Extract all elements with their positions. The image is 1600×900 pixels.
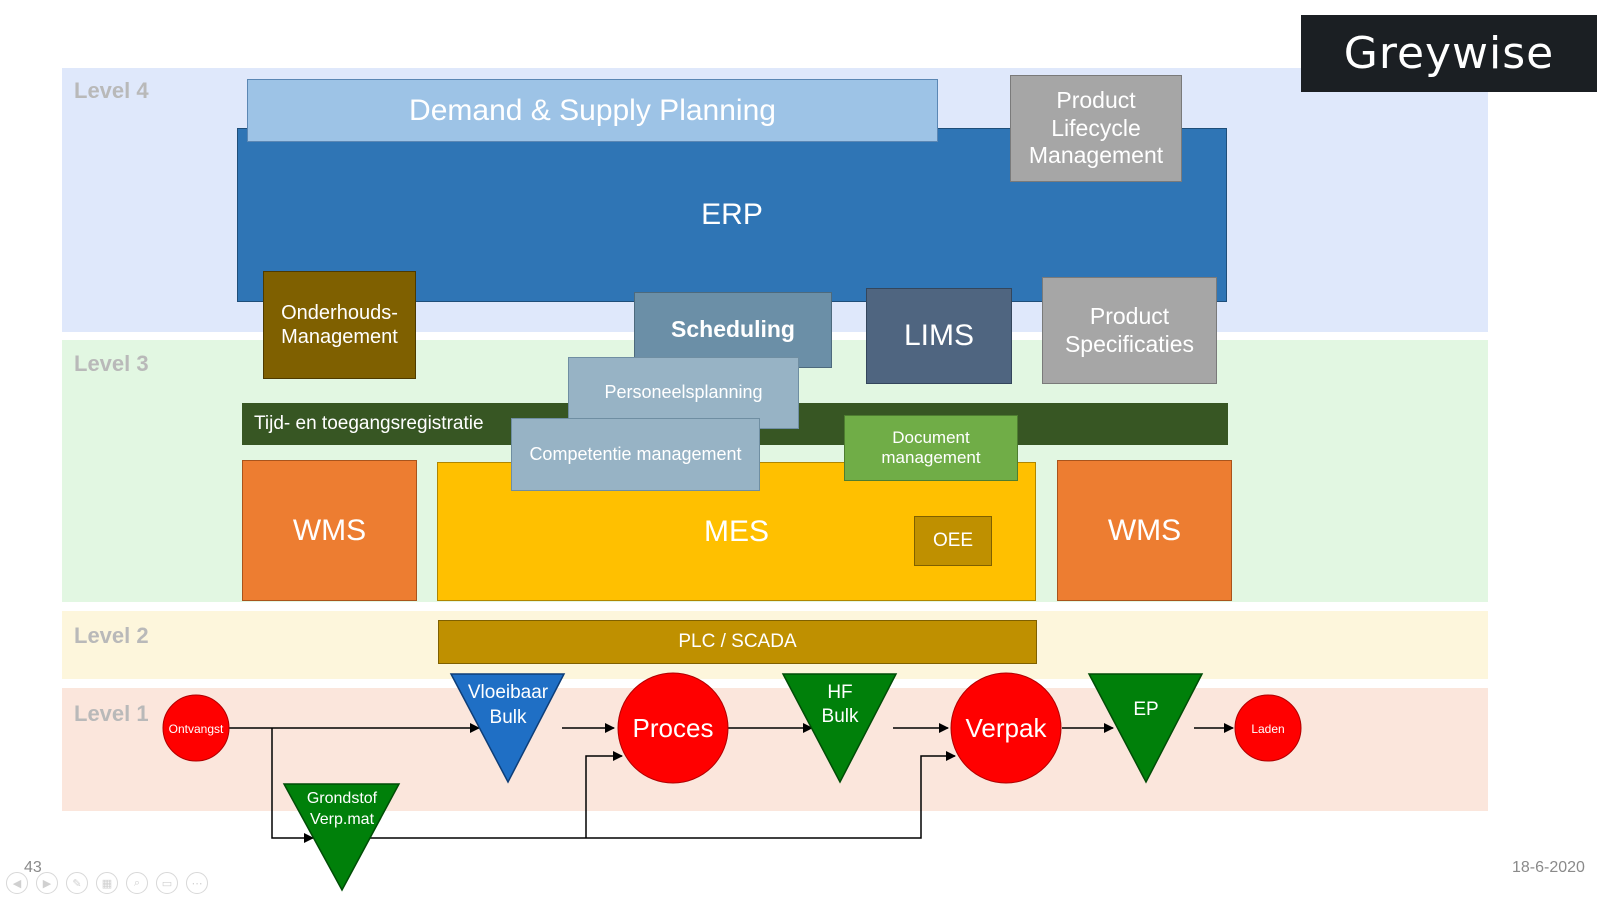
personeelsplanning-box: Personeelsplanning (568, 357, 799, 429)
next-slide-icon[interactable]: ▶ (36, 872, 58, 894)
slide-number: 43 (24, 859, 42, 876)
ontvangst-node (162, 694, 230, 762)
tijd-toegangsregistratie-label: Tijd- en toegangsregistratie (254, 412, 484, 434)
proces-node (617, 672, 729, 784)
slides-grid-icon[interactable]: ▦ (96, 872, 118, 894)
onderhouds-management-box: Onderhouds-Management (263, 271, 416, 379)
vloeibaar-label-line2: Bulk (490, 707, 527, 728)
vloeibaar-label-line1: Vloeibaar (468, 682, 549, 703)
product-specificaties-box: Product Specificaties (1042, 277, 1217, 384)
pen-icon[interactable]: ✎ (66, 872, 88, 894)
oee-box: OEE (914, 516, 992, 566)
arrow-ontvangst-grondstof (271, 728, 314, 843)
plc-scada-box: PLC / SCADA (438, 620, 1037, 664)
more-options-icon[interactable]: ⋯ (186, 872, 208, 894)
greywise-logo: Greywise (1301, 15, 1597, 92)
previous-slide-icon[interactable]: ◀ (6, 872, 28, 894)
document-management-box: Document management (844, 415, 1018, 481)
wms-left-box: WMS (242, 460, 417, 601)
wms-right-box: WMS (1057, 460, 1232, 601)
grondstof-label-line1: Grondstof (307, 790, 378, 807)
grondstof-verpmat-triangle (282, 783, 401, 892)
verpak-label: Verpak (966, 713, 1048, 743)
level-2-label: Level 2 (74, 623, 149, 648)
slideshow-controls: ◀ ▶ ✎ ▦ ⌕ ▭ ⋯ (6, 872, 208, 896)
ontvangst-label: Ontvangst (169, 722, 224, 736)
zoom-icon[interactable]: ⌕ (126, 872, 148, 894)
ep-label: EP (1133, 699, 1158, 720)
scheduling-box: Scheduling (634, 292, 832, 368)
laden-node (1234, 694, 1302, 762)
grondstof-label-line2: Verp.mat (310, 811, 375, 828)
hf-label-line2: Bulk (822, 706, 859, 727)
vloeibaar-bulk-triangle (449, 673, 566, 784)
ep-triangle (1087, 673, 1204, 784)
competentie-management-box: Competentie management (511, 418, 760, 491)
product-lifecycle-management-box: Product Lifecycle Management (1010, 75, 1182, 182)
lims-box: LIMS (866, 288, 1012, 384)
proces-label: Proces (633, 713, 714, 743)
arrow-grondstof-proces (368, 751, 956, 839)
verpak-node (950, 672, 1062, 784)
level-4-label: Level 4 (74, 78, 149, 103)
arrow-grondstof-verpak (585, 751, 623, 838)
hf-label-line1: HF (827, 682, 852, 703)
subtitles-icon[interactable]: ▭ (156, 872, 178, 894)
flow-connectors (229, 723, 1234, 843)
demand-supply-planning-box: Demand & Supply Planning (247, 79, 938, 142)
level-3-label: Level 3 (74, 351, 149, 376)
level-1-label: Level 1 (74, 701, 149, 726)
slide-date: 18-6-2020 (1512, 859, 1585, 876)
laden-label: Laden (1251, 722, 1284, 736)
hf-bulk-triangle (781, 673, 898, 784)
